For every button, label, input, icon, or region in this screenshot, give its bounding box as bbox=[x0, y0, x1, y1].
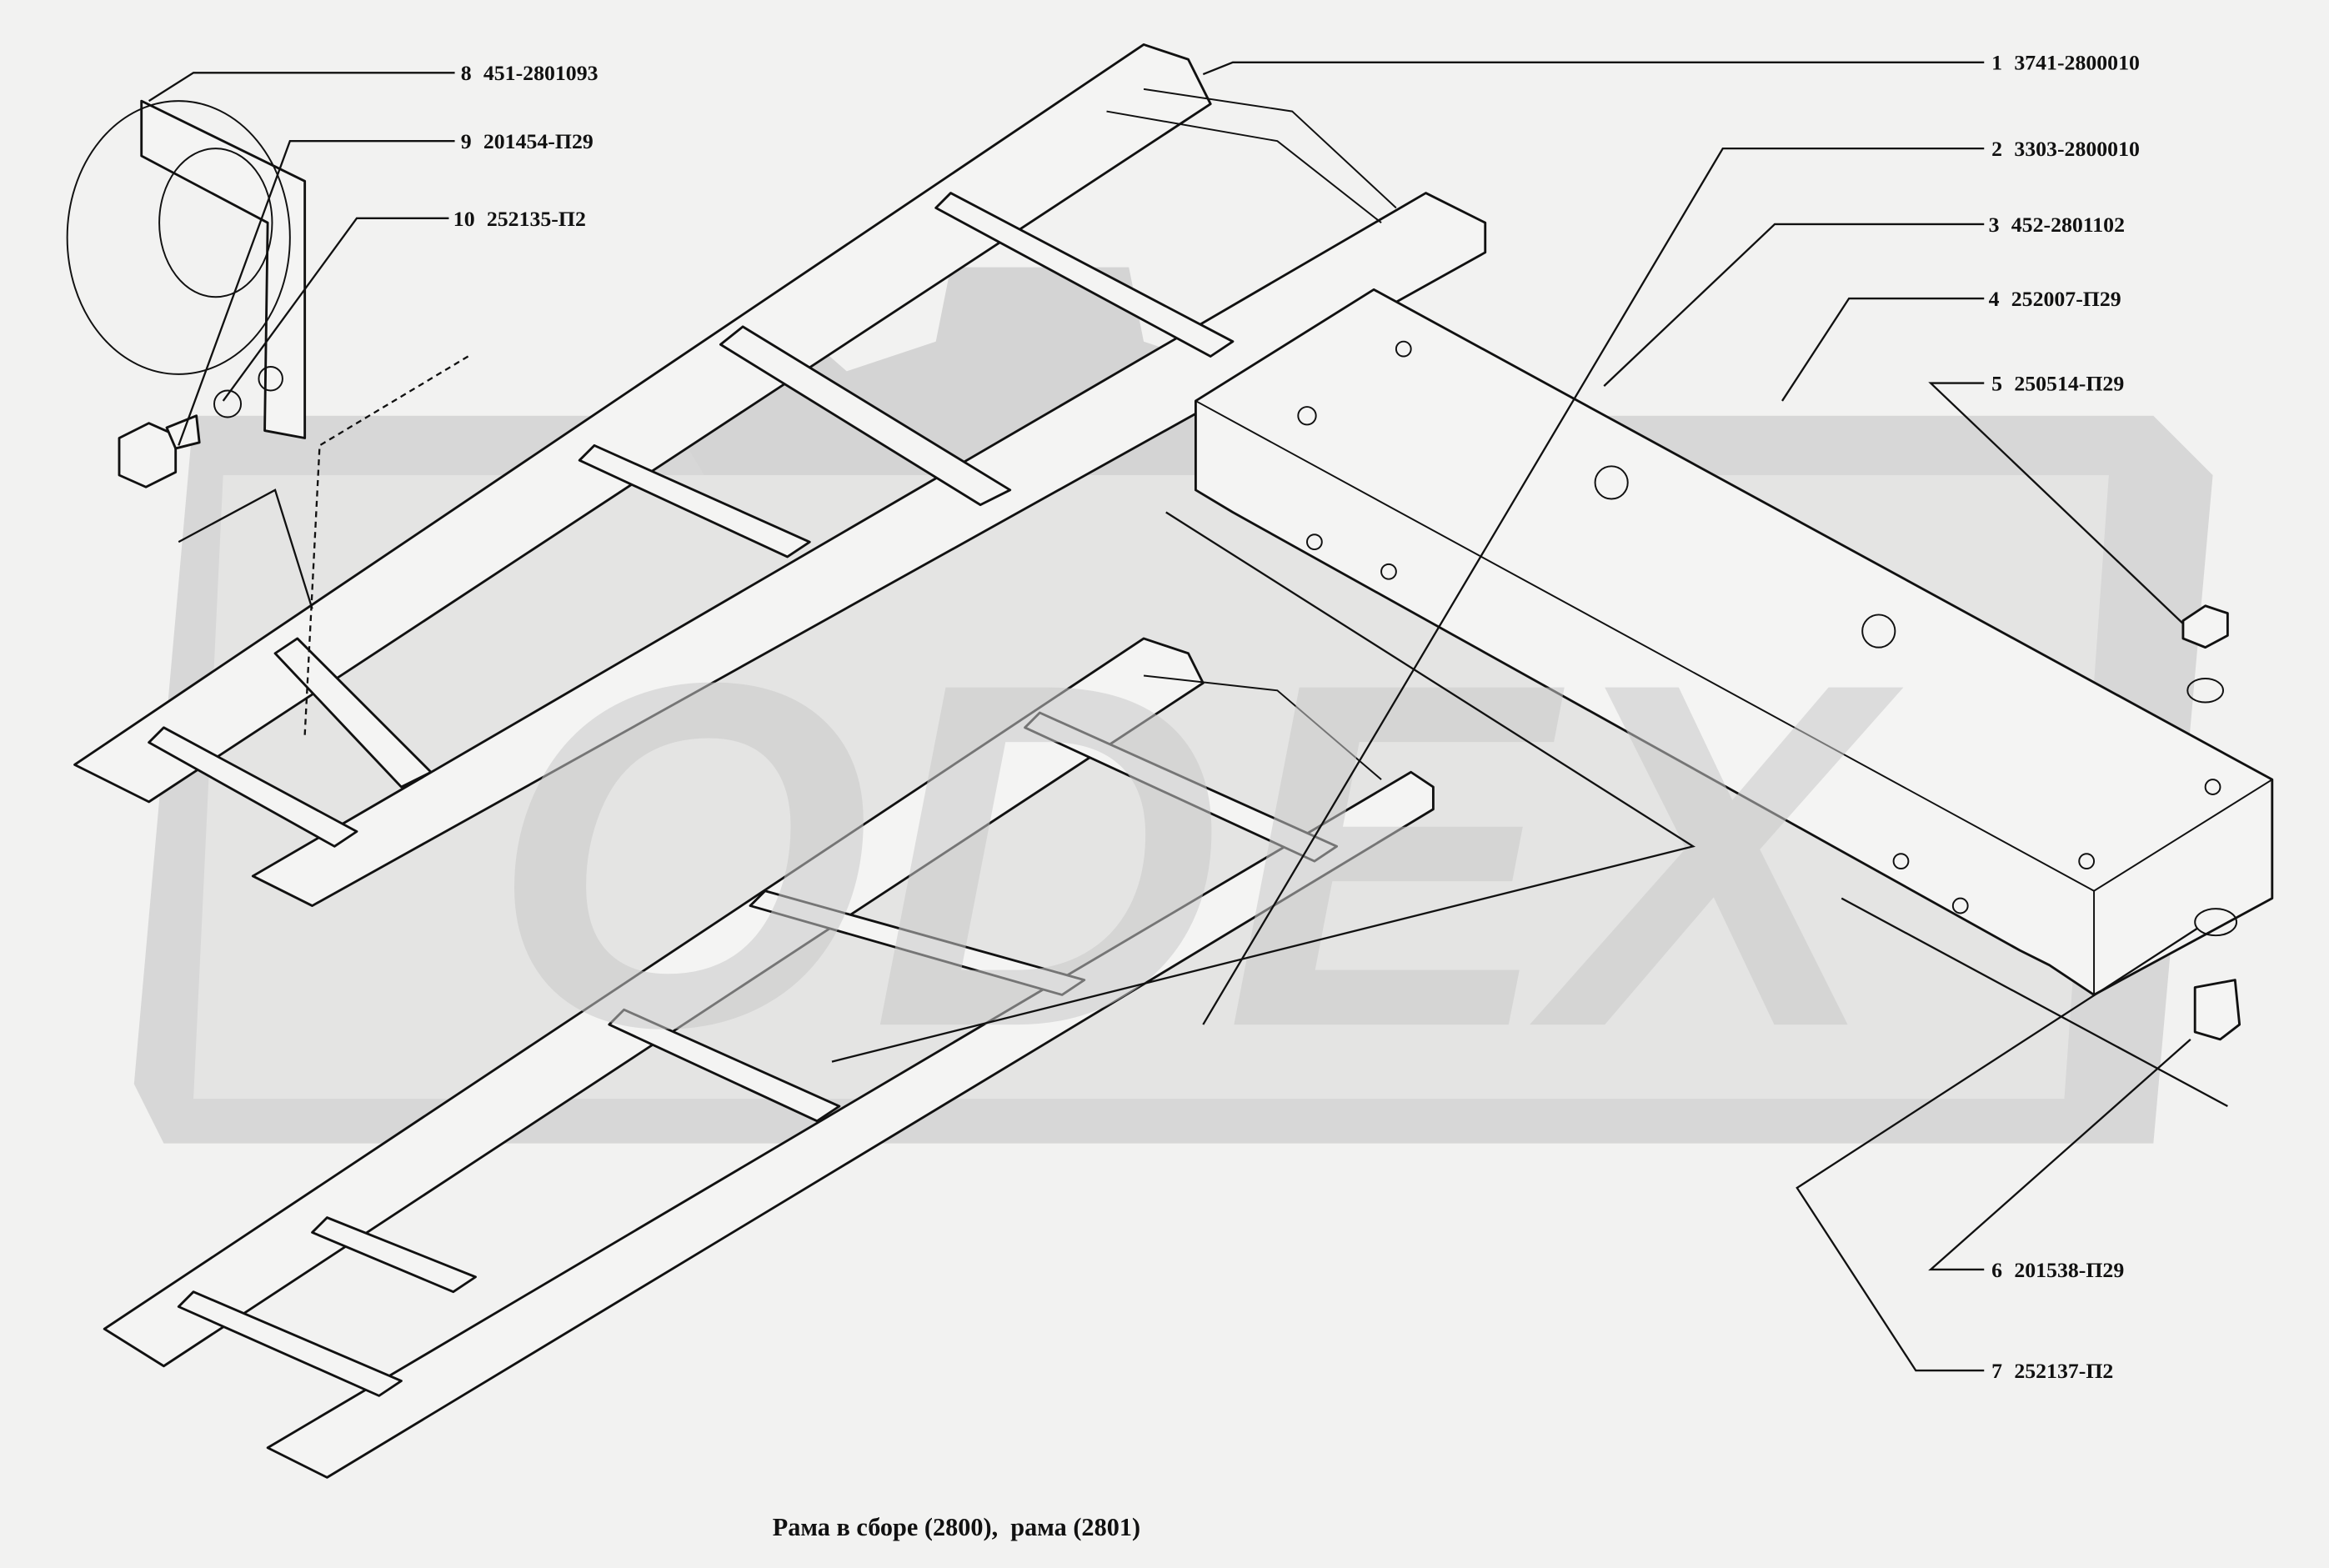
callout-number: 7 bbox=[1991, 1359, 2002, 1383]
callout-part-number: 250514-П29 bbox=[2014, 371, 2124, 395]
callout-part-number: 452-2801102 bbox=[2011, 213, 2125, 237]
callout-part-number: 201454-П29 bbox=[483, 129, 594, 153]
callout-9: 9 201454-П29 bbox=[461, 129, 594, 153]
side-member-part bbox=[1194, 288, 2274, 996]
callout-10: 10 252135-П2 bbox=[453, 207, 586, 231]
callout-part-number: 3303-2800010 bbox=[2014, 137, 2140, 161]
plate-part-8 bbox=[66, 99, 307, 439]
callout-4: 4 252007-П29 bbox=[1989, 287, 2121, 311]
callout-part-number: 252135-П2 bbox=[487, 207, 586, 231]
callout-number: 4 bbox=[1989, 287, 2000, 311]
frame-assembly-3741 bbox=[73, 43, 1487, 907]
callout-number: 9 bbox=[461, 129, 472, 153]
frame-assembly-3303 bbox=[103, 637, 1435, 1479]
callout-part-number: 201538-П29 bbox=[2014, 1258, 2124, 1282]
callout-part-number: 451-2801093 bbox=[483, 61, 599, 85]
leader-lines bbox=[148, 61, 2228, 1372]
washer-part-4 bbox=[2186, 678, 2225, 704]
callout-part-number: 252137-П2 bbox=[2014, 1359, 2113, 1383]
callout-number: 5 bbox=[1991, 371, 2002, 395]
washer-part-7 bbox=[2194, 908, 2238, 937]
callout-5: 5 250514-П29 bbox=[1991, 371, 2124, 395]
nut-part-5 bbox=[2181, 604, 2229, 649]
callout-6: 6 201538-П29 bbox=[1991, 1258, 2124, 1282]
washer-part-10 bbox=[213, 389, 243, 418]
diagram-caption: Рама в сборе (2800), рама (2801) bbox=[773, 1513, 1140, 1541]
callout-part-number: 252007-П29 bbox=[2011, 287, 2121, 311]
callout-number: 6 bbox=[1991, 1258, 2002, 1282]
callout-7: 7 252137-П2 bbox=[1991, 1359, 2113, 1383]
callout-2: 2 3303-2800010 bbox=[1991, 137, 2140, 161]
callout-1: 1 3741-2800010 bbox=[1991, 51, 2140, 75]
callout-number: 1 bbox=[1991, 51, 2002, 75]
callout-3: 3 452-2801102 bbox=[1989, 213, 2125, 237]
bolt-part-6 bbox=[2193, 979, 2241, 1041]
callout-part-number: 3741-2800010 bbox=[2014, 51, 2140, 75]
bolt-part-9 bbox=[118, 414, 201, 488]
callout-number: 2 bbox=[1991, 137, 2002, 161]
callout-number: 8 bbox=[461, 61, 472, 85]
callout-number: 10 bbox=[453, 207, 475, 231]
callout-8: 8 451-2801093 bbox=[461, 61, 599, 85]
callout-number: 3 bbox=[1989, 213, 2000, 237]
